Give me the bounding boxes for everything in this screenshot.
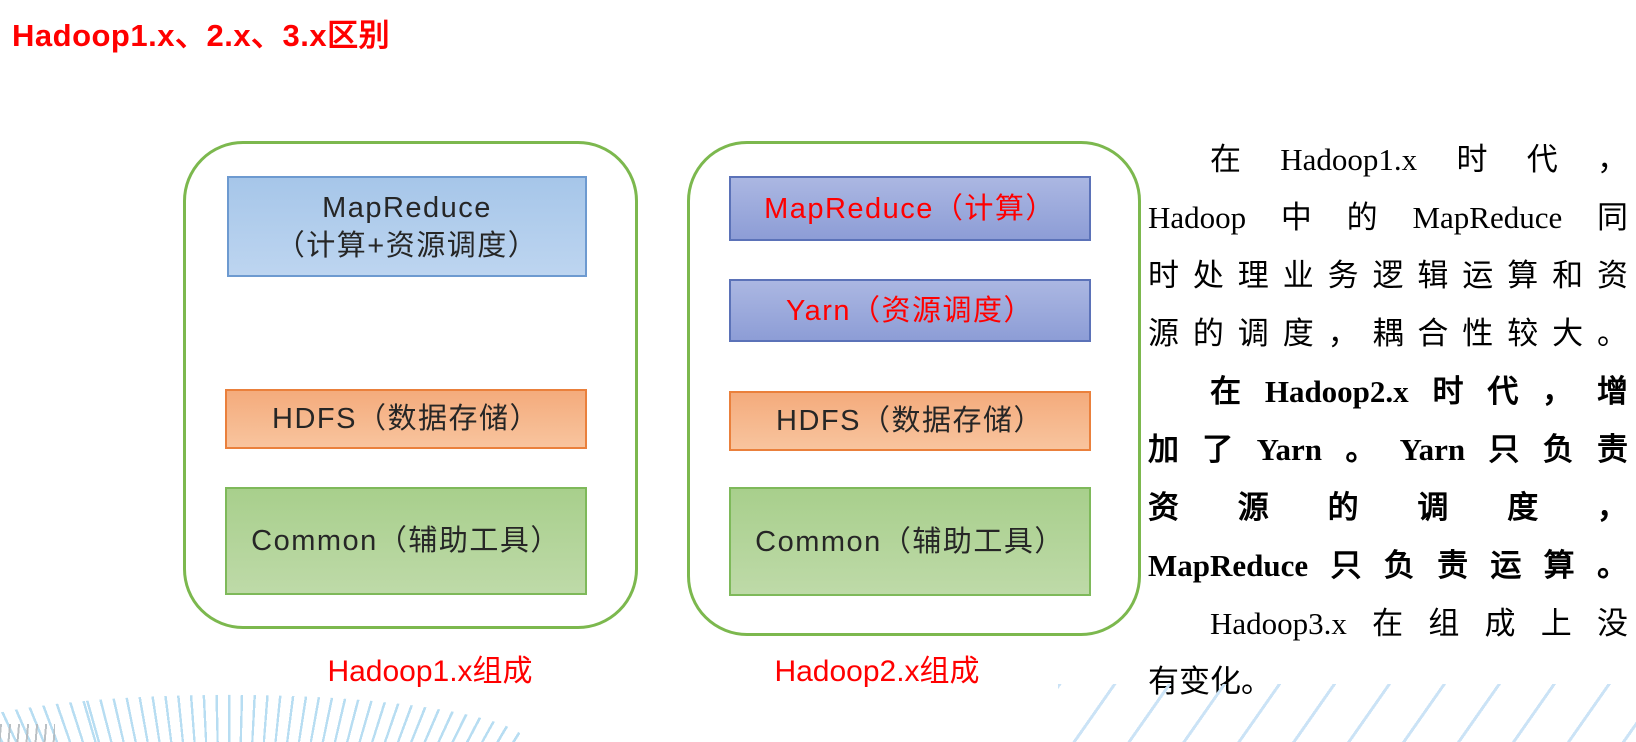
hdfs-label: HDFS（数据存储） (776, 405, 1044, 437)
common-label: Common（辅助工具） (251, 525, 561, 557)
note-line: 在Hadoop1.x时代， (1210, 142, 1628, 177)
mapreduce-label-line2: （计算+资源调度） (275, 229, 539, 262)
note-line: 在Hadoop2.x时代，增 (1210, 374, 1628, 409)
note-line: 时处理业务逻辑运算和资 (1148, 258, 1628, 293)
page-title: Hadoop1.x、2.x、3.x区别 (12, 18, 391, 53)
note-line: 源的调度，耦合性较大。 (1148, 316, 1628, 351)
hadoop2x-yarn-box: Yarn（资源调度） (729, 279, 1091, 342)
hadoop2x-caption: Hadoop2.x组成 (774, 655, 980, 688)
note-line: 加了Yarn。Yarn只负责 (1148, 432, 1628, 467)
note-line: 资源的调度， (1148, 490, 1628, 525)
note-text-block: 在Hadoop1.x时代， Hadoop中的MapReduce同 时处理业务逻辑… (1148, 131, 1628, 711)
hdfs-label: HDFS（数据存储） (272, 403, 540, 435)
mapreduce-label: MapReduce（计算） (764, 192, 1056, 225)
common-label: Common（辅助工具） (755, 525, 1065, 558)
decor-diagonal-lines (1058, 684, 1636, 742)
note-line: MapReduce只负责运算。 (1148, 548, 1628, 583)
hadoop1x-common-box: Common（辅助工具） (225, 487, 587, 595)
decor-tick-lines (0, 724, 55, 742)
hadoop2x-common-box: Common（辅助工具） (729, 487, 1091, 596)
hadoop2x-hdfs-box: HDFS（数据存储） (729, 391, 1091, 451)
mapreduce-label-line1: MapReduce (322, 191, 492, 224)
hadoop1x-hdfs-box: HDFS（数据存储） (225, 389, 587, 449)
hadoop2x-mapreduce-box: MapReduce（计算） (729, 176, 1091, 241)
hadoop1x-caption: Hadoop1.x组成 (327, 655, 533, 688)
hadoop1x-mapreduce-box: MapReduce （计算+资源调度） (227, 176, 587, 277)
note-line: Hadoop3.x在组成上没 (1210, 606, 1628, 641)
note-line: Hadoop中的MapReduce同 (1148, 200, 1628, 235)
yarn-label: Yarn（资源调度） (785, 294, 1035, 327)
decor-fan-lines (0, 694, 520, 742)
